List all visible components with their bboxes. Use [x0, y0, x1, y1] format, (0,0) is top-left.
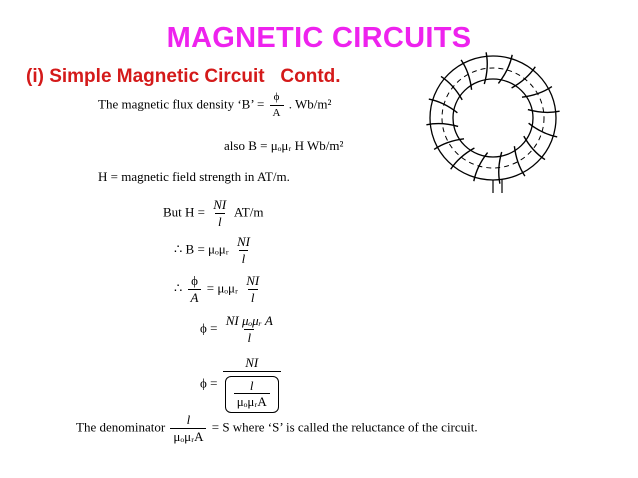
- eq-text: ϕ =: [200, 320, 218, 336]
- frac-num: NI: [236, 234, 250, 249]
- eq-also: also B = μₒμᵣ H Wb/m²: [224, 138, 344, 153]
- frac-num: ϕ: [273, 91, 280, 103]
- coil-winding: [527, 108, 560, 114]
- coil-winding: [428, 98, 458, 114]
- coil-winding: [511, 66, 536, 89]
- frac-num: l: [249, 377, 254, 393]
- coil-winding: [523, 135, 546, 161]
- coil-winding: [483, 52, 488, 85]
- slide-subtitle: (i) Simple Magnetic Circuit Contd.: [26, 66, 341, 87]
- coil-winding: [497, 54, 513, 84]
- eq-text: AT/m: [233, 204, 264, 220]
- frac-den: l: [247, 288, 258, 305]
- coil-winding: [473, 152, 489, 182]
- coil-winding: [440, 75, 463, 101]
- slide-title: MAGNETIC CIRCUITS: [166, 22, 472, 54]
- frac-num: NI μₒμᵣ A: [225, 313, 273, 328]
- frac-num: l: [186, 412, 191, 427]
- eq-text: The denominator: [76, 419, 166, 435]
- eq-text: = S where ‘S’ is called the reluctance o…: [211, 419, 478, 435]
- frac-den: A: [269, 104, 284, 119]
- frac-num: NI: [246, 273, 260, 288]
- frac-num: NI: [213, 197, 227, 212]
- coil-winding: [498, 151, 503, 184]
- coil-winding: [433, 138, 465, 150]
- toroid-coil-icon: [426, 52, 560, 193]
- frac-den: l: [214, 212, 225, 229]
- eq-text: But H =: [163, 204, 206, 220]
- eq-text: ϕ =: [200, 375, 218, 391]
- eq-text: ∴ B = μₒμᵣ: [174, 241, 229, 257]
- frac-den: l: [238, 249, 249, 266]
- frac-den: l: [244, 328, 255, 345]
- frac-den: μₒμᵣA: [170, 427, 207, 444]
- frac-num: NI: [245, 355, 259, 370]
- coil-winding: [513, 146, 526, 177]
- coil-winding: [521, 86, 553, 98]
- eq-text: The magnetic flux density ‘B’ =: [98, 96, 265, 112]
- eq-text: = μₒμᵣ: [206, 280, 238, 296]
- frac-den: A: [187, 288, 202, 305]
- therefore-symbol: ∴: [174, 280, 183, 296]
- frac-num: ϕ: [191, 273, 198, 288]
- coil-winding: [528, 122, 558, 138]
- coil-winding: [450, 147, 475, 170]
- frac-den: μₒμᵣA: [233, 393, 270, 409]
- eq-h-definition: H = magnetic field strength in AT/m.: [98, 169, 290, 184]
- coil-winding: [426, 122, 459, 128]
- coil-winding: [460, 59, 473, 90]
- eq-text: . Wb/m²: [288, 96, 332, 112]
